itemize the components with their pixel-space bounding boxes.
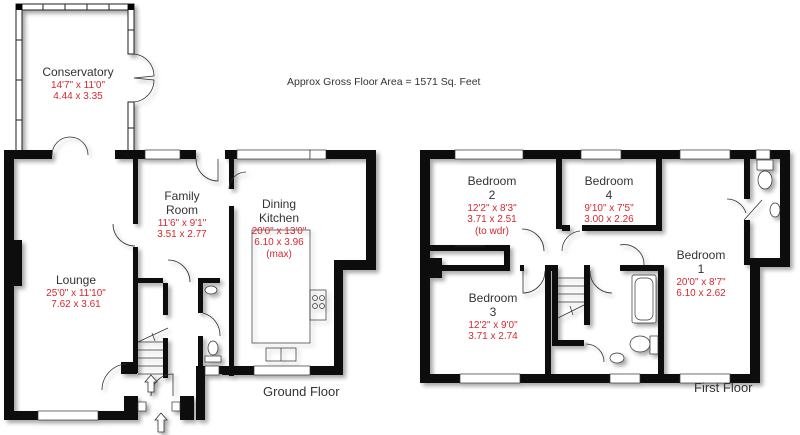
front-door-arrow-icon	[154, 412, 168, 433]
room-name: Bedroom	[584, 174, 634, 188]
first-floor-title: First Floor	[694, 380, 753, 395]
room-dim-imperial: 12'2" x 8'3"	[467, 202, 517, 214]
room-number: 1	[697, 261, 705, 276]
room-name: Bedroom	[467, 174, 517, 188]
room-name-line2: Room	[165, 202, 199, 217]
room-label-bedroom-4: Bedroom 4 9'10" x 7'5" 3.00 x 2.26	[584, 174, 634, 226]
ground-floor-title: Ground Floor	[263, 384, 340, 399]
room-dim-imperial: 20'0" x 13'0"	[251, 225, 307, 237]
room-dim-imperial: 25'0" x 11'10"	[46, 287, 106, 299]
room-label-bedroom-3: Bedroom 3 12'2" x 9'0" 3.71 x 2.74	[468, 291, 518, 343]
ground-floor-windows	[37, 149, 327, 421]
room-name: Family	[164, 189, 200, 203]
room-dim-metric: 4.44 x 3.35	[53, 91, 103, 103]
room-dim-metric: 3.00 x 2.26	[584, 214, 634, 226]
room-dim-note: (max)	[266, 248, 292, 260]
room-name: Dining	[261, 197, 297, 211]
conservatory-walls	[15, 3, 135, 155]
room-dim-metric: 3.71 x 2.74	[468, 331, 518, 343]
room-label-bedroom-1: Bedroom 1 20'0" x 8'7" 6.10 x 2.62	[676, 248, 726, 300]
room-dim-imperial: 20'0" x 8'7"	[676, 276, 726, 288]
room-dim-metric: 7.62 x 3.61	[51, 299, 101, 311]
room-name: Lounge	[55, 273, 97, 287]
first-floor-windows	[454, 149, 771, 384]
room-dim-metric: 3.51 x 2.77	[157, 229, 207, 241]
room-dim-imperial: 9'10" x 7'5"	[584, 202, 634, 214]
room-name-line2: Kitchen	[258, 210, 300, 225]
room-dim-metric: 3.71 x 2.51	[467, 214, 517, 226]
room-name: Conservatory	[42, 65, 114, 79]
room-dim-metric: 6.10 x 3.96	[254, 237, 304, 249]
room-number: 3	[489, 304, 497, 319]
ground-floor-walls	[4, 150, 376, 420]
ground-floor-stairs	[137, 327, 169, 375]
room-label-conservatory: Conservatory 14'7" x 11'0" 4.44 x 3.35	[42, 65, 114, 103]
ground-floor-plan	[4, 3, 376, 433]
room-dim-imperial: 14'7" x 11'0"	[50, 79, 106, 91]
entrance-arrow-icon	[144, 374, 158, 393]
room-dim-note: (to wdr)	[475, 225, 509, 237]
room-name: Bedroom	[468, 291, 518, 305]
room-dim-imperial: 12'2" x 9'0"	[468, 319, 518, 331]
room-label-dining-kitchen: Dining Kitchen 20'0" x 13'0" 6.10 x 3.96…	[251, 197, 307, 260]
room-dim-imperial: 11'6" x 9'1"	[157, 217, 207, 229]
first-floor-plan	[420, 149, 790, 384]
room-name: Bedroom	[676, 248, 726, 262]
room-dim-metric: 6.10 x 2.62	[676, 288, 726, 300]
gross-floor-area-note: Approx Gross Floor Area = 1571 Sq. Feet	[287, 76, 481, 88]
room-number: 4	[605, 187, 613, 202]
room-label-lounge: Lounge 25'0" x 11'10" 7.62 x 3.61	[46, 273, 106, 311]
room-label-family-room: Family Room 11'6" x 9'1" 3.51 x 2.77	[157, 189, 207, 241]
room-label-bedroom-2: Bedroom 2 12'2" x 8'3" 3.71 x 2.51 (to w…	[467, 174, 517, 237]
room-number: 2	[488, 187, 496, 202]
first-floor-stairs	[557, 277, 585, 319]
